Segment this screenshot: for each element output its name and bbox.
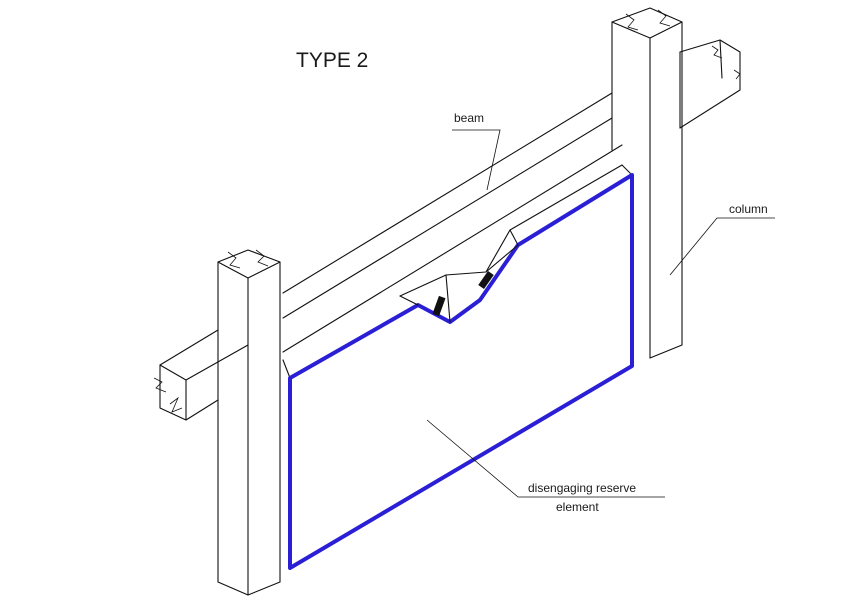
diagram-title: TYPE 2 (296, 49, 368, 72)
beam (153, 39, 741, 421)
label-column: column (669, 202, 775, 276)
anchor-block-left (432, 295, 446, 317)
column-label: column (729, 202, 768, 216)
label-beam: beam (452, 111, 501, 191)
anchor-block-right (478, 271, 494, 289)
beam-label: beam (454, 111, 484, 125)
right-column (611, 7, 683, 359)
left-column (217, 249, 281, 596)
element-label-line2: element (556, 500, 599, 514)
element-label-line1: disengaging reserve (528, 481, 636, 495)
disengaging-reserve-element (282, 164, 634, 570)
label-element: disengaging reserve element (426, 419, 665, 514)
